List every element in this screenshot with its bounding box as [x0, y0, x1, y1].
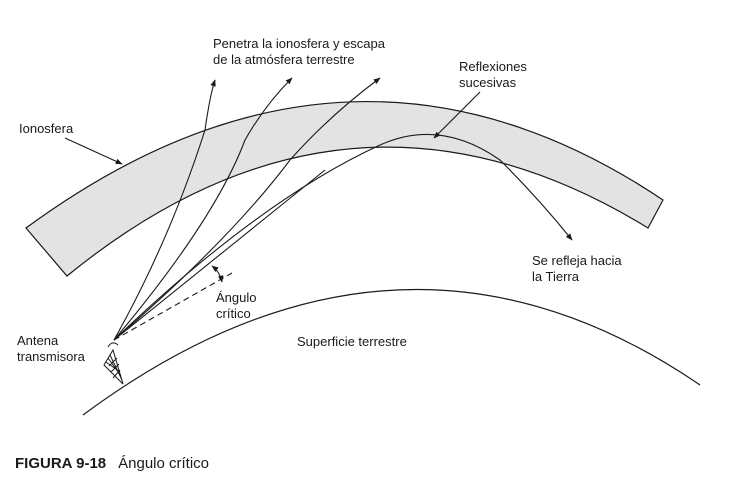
ionosphere-label: Ionosfera [19, 121, 74, 136]
escape-rays-label-line-2: de la atmósfera terrestre [213, 52, 355, 67]
critical-angle-label-line-2: crítico [216, 306, 251, 321]
antenna-label-line-1: Antena [17, 333, 59, 348]
figure-number: FIGURA 9-18 [15, 455, 107, 472]
antenna-label: Antena transmisora [17, 333, 85, 365]
ray-lowest [113, 169, 326, 341]
critical-angle-label: Ángulo crítico [216, 290, 256, 322]
escape-rays-label-line-1: Penetra la ionosfera y escapa [213, 36, 385, 51]
antenna-tower-icon [103, 342, 124, 385]
critical-angle-label-line-1: Ángulo [216, 290, 257, 305]
figure-caption: FIGURA 9-18 Ángulo crítico [15, 455, 209, 472]
ray-penetrating-2 [113, 77, 293, 341]
reflections-label-line-1: Reflexiones [459, 59, 527, 74]
horizon-dashed-line [113, 272, 233, 341]
critical-angle-arc [211, 265, 224, 283]
ray-penetrating-1 [113, 79, 216, 341]
ionosphere-pointer-arrow [64, 137, 123, 165]
earth-surface-arc [82, 288, 701, 416]
earth-surface-label: Superficie terrestre [297, 334, 407, 349]
reflections-label-line-2: sucesivas [459, 75, 517, 90]
figure-title: Ángulo crítico [118, 455, 210, 472]
escape-rays-label: Penetra la ionosfera y escapa de la atmó… [213, 36, 385, 68]
reflected-to-earth-label-line-1: Se refleja hacia [532, 253, 622, 268]
reflected-to-earth-label-line-2: la Tierra [532, 269, 579, 284]
ray-penetrating-3 [113, 77, 381, 341]
reflections-label: Reflexiones sucesivas [459, 59, 527, 91]
reflections-pointer-arrow [433, 91, 481, 139]
ionosphere-band [25, 100, 664, 277]
reflected-to-earth-label: Se refleja hacia la Tierra [532, 253, 622, 285]
ray-reflected [113, 133, 573, 341]
antenna-label-line-2: transmisora [17, 349, 85, 364]
